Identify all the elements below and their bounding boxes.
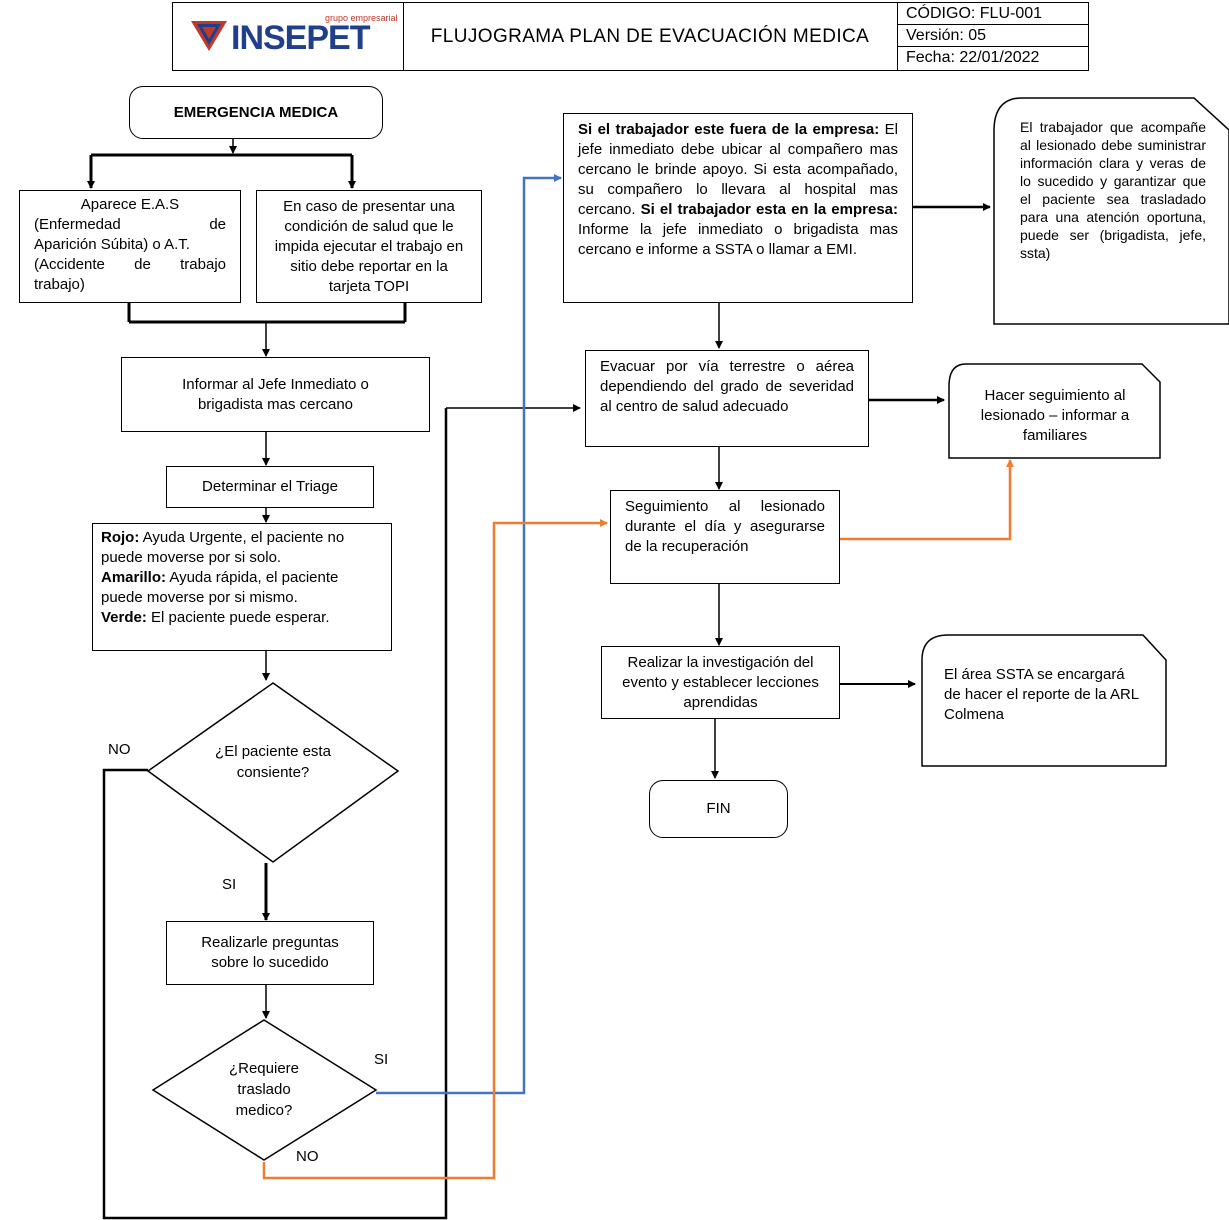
eas-line4c: trabajo — [180, 256, 226, 273]
logo-emblem-icon — [191, 21, 227, 51]
node-preguntas: Realizarle preguntas sobre lo sucedido — [166, 921, 374, 985]
node-fuera-empresa: Si el trabajador este fuera de la empres… — [563, 113, 913, 303]
codigo-cell: CÓDIGO: FLU-001 — [898, 3, 1089, 25]
node-seguimiento-dia: Seguimiento al lesionado durante el día … — [610, 490, 840, 584]
note-ssta-text: El área SSTA se encargará de hacer el re… — [944, 666, 1139, 723]
version-cell: Versión: 05 — [898, 25, 1089, 47]
node-informar: Informar al Jefe Inmediato o brigadista … — [121, 357, 430, 432]
eas-line5: trabajo) — [34, 276, 85, 293]
label-si-traslado: SI — [374, 1051, 389, 1068]
note-fam-text: Hacer seguimiento al lesionado – informa… — [980, 387, 1130, 444]
decision-traslado-text: ¿Requiere traslado medico? — [228, 1060, 300, 1119]
label-si-consciente: SI — [222, 876, 237, 893]
decision-consciente-shape — [146, 682, 400, 863]
node-investigacion: Realizar la investigación del evento y e… — [601, 646, 840, 719]
decision-consciente-text: ¿El paciente esta consiente? — [215, 743, 331, 781]
eas-line4b: de — [134, 256, 151, 273]
node-fin: FIN — [649, 780, 788, 838]
eas-line3: Aparición Súbita) o A.T. — [34, 236, 190, 253]
eas-line2a: (Enfermedad — [34, 216, 121, 233]
note-acompane-shape — [993, 97, 1229, 325]
label-no-traslado: NO — [296, 1148, 319, 1165]
node-triage: Determinar el Triage — [166, 466, 374, 508]
note-acompane-text: El trabajador que acompañe al lesionado … — [1020, 119, 1206, 261]
node-colores: Rojo: Ayuda Urgente, el paciente no pued… — [92, 523, 392, 651]
decision-traslado-shape — [151, 1019, 378, 1161]
fuera-text2: Informe la jefe inmediato o brigadista m… — [578, 221, 898, 258]
fuera-bold1: Si el trabajador este fuera de la empres… — [578, 121, 880, 138]
node-eas: Aparece E.A.S (Enfermedad de Aparición S… — [19, 190, 241, 303]
document-header: grupo empresarial INSEPET FLUJOGRAMA PLA… — [172, 2, 1089, 71]
note-ssta-shape — [921, 634, 1167, 767]
amarillo-text: Ayuda rápida, el paciente puede moverse … — [101, 569, 339, 606]
verde-label: Verde: — [101, 609, 147, 626]
rojo-text: Ayuda Urgente, el paciente no puede move… — [101, 529, 345, 566]
fecha-cell: Fecha: 22/01/2022 — [906, 49, 1040, 66]
eas-line1: Aparece E.A.S — [80, 196, 180, 213]
node-topi: En caso de presentar una condición de sa… — [256, 190, 482, 303]
document-meta: CÓDIGO: FLU-001 Versión: 05 Fecha: 22/01… — [897, 3, 1089, 70]
fuera-text1: El jefe inmediato debe ubicar al compañe… — [578, 121, 899, 218]
eas-line4a: (Accidente — [34, 256, 105, 273]
label-no-consciente: NO — [108, 741, 131, 758]
fuera-bold2: Si el trabajador esta en la empresa: — [640, 201, 899, 218]
note-fam-shape — [948, 363, 1161, 459]
rojo-label: Rojo: — [101, 529, 140, 546]
eas-line2b: de — [209, 216, 226, 233]
node-emergencia: EMERGENCIA MEDICA — [129, 86, 383, 139]
document-title: FLUJOGRAMA PLAN DE EVACUACIÓN MEDICA — [430, 25, 870, 47]
logo-text: INSEPET — [231, 19, 370, 57]
node-evacuar: Evacuar por vía terrestre o aérea depend… — [585, 350, 869, 447]
verde-text: El paciente puede esperar. — [146, 609, 330, 626]
amarillo-label: Amarillo: — [101, 569, 167, 586]
logo-subtitle: grupo empresarial — [325, 13, 398, 23]
company-logo: grupo empresarial INSEPET — [173, 3, 404, 70]
